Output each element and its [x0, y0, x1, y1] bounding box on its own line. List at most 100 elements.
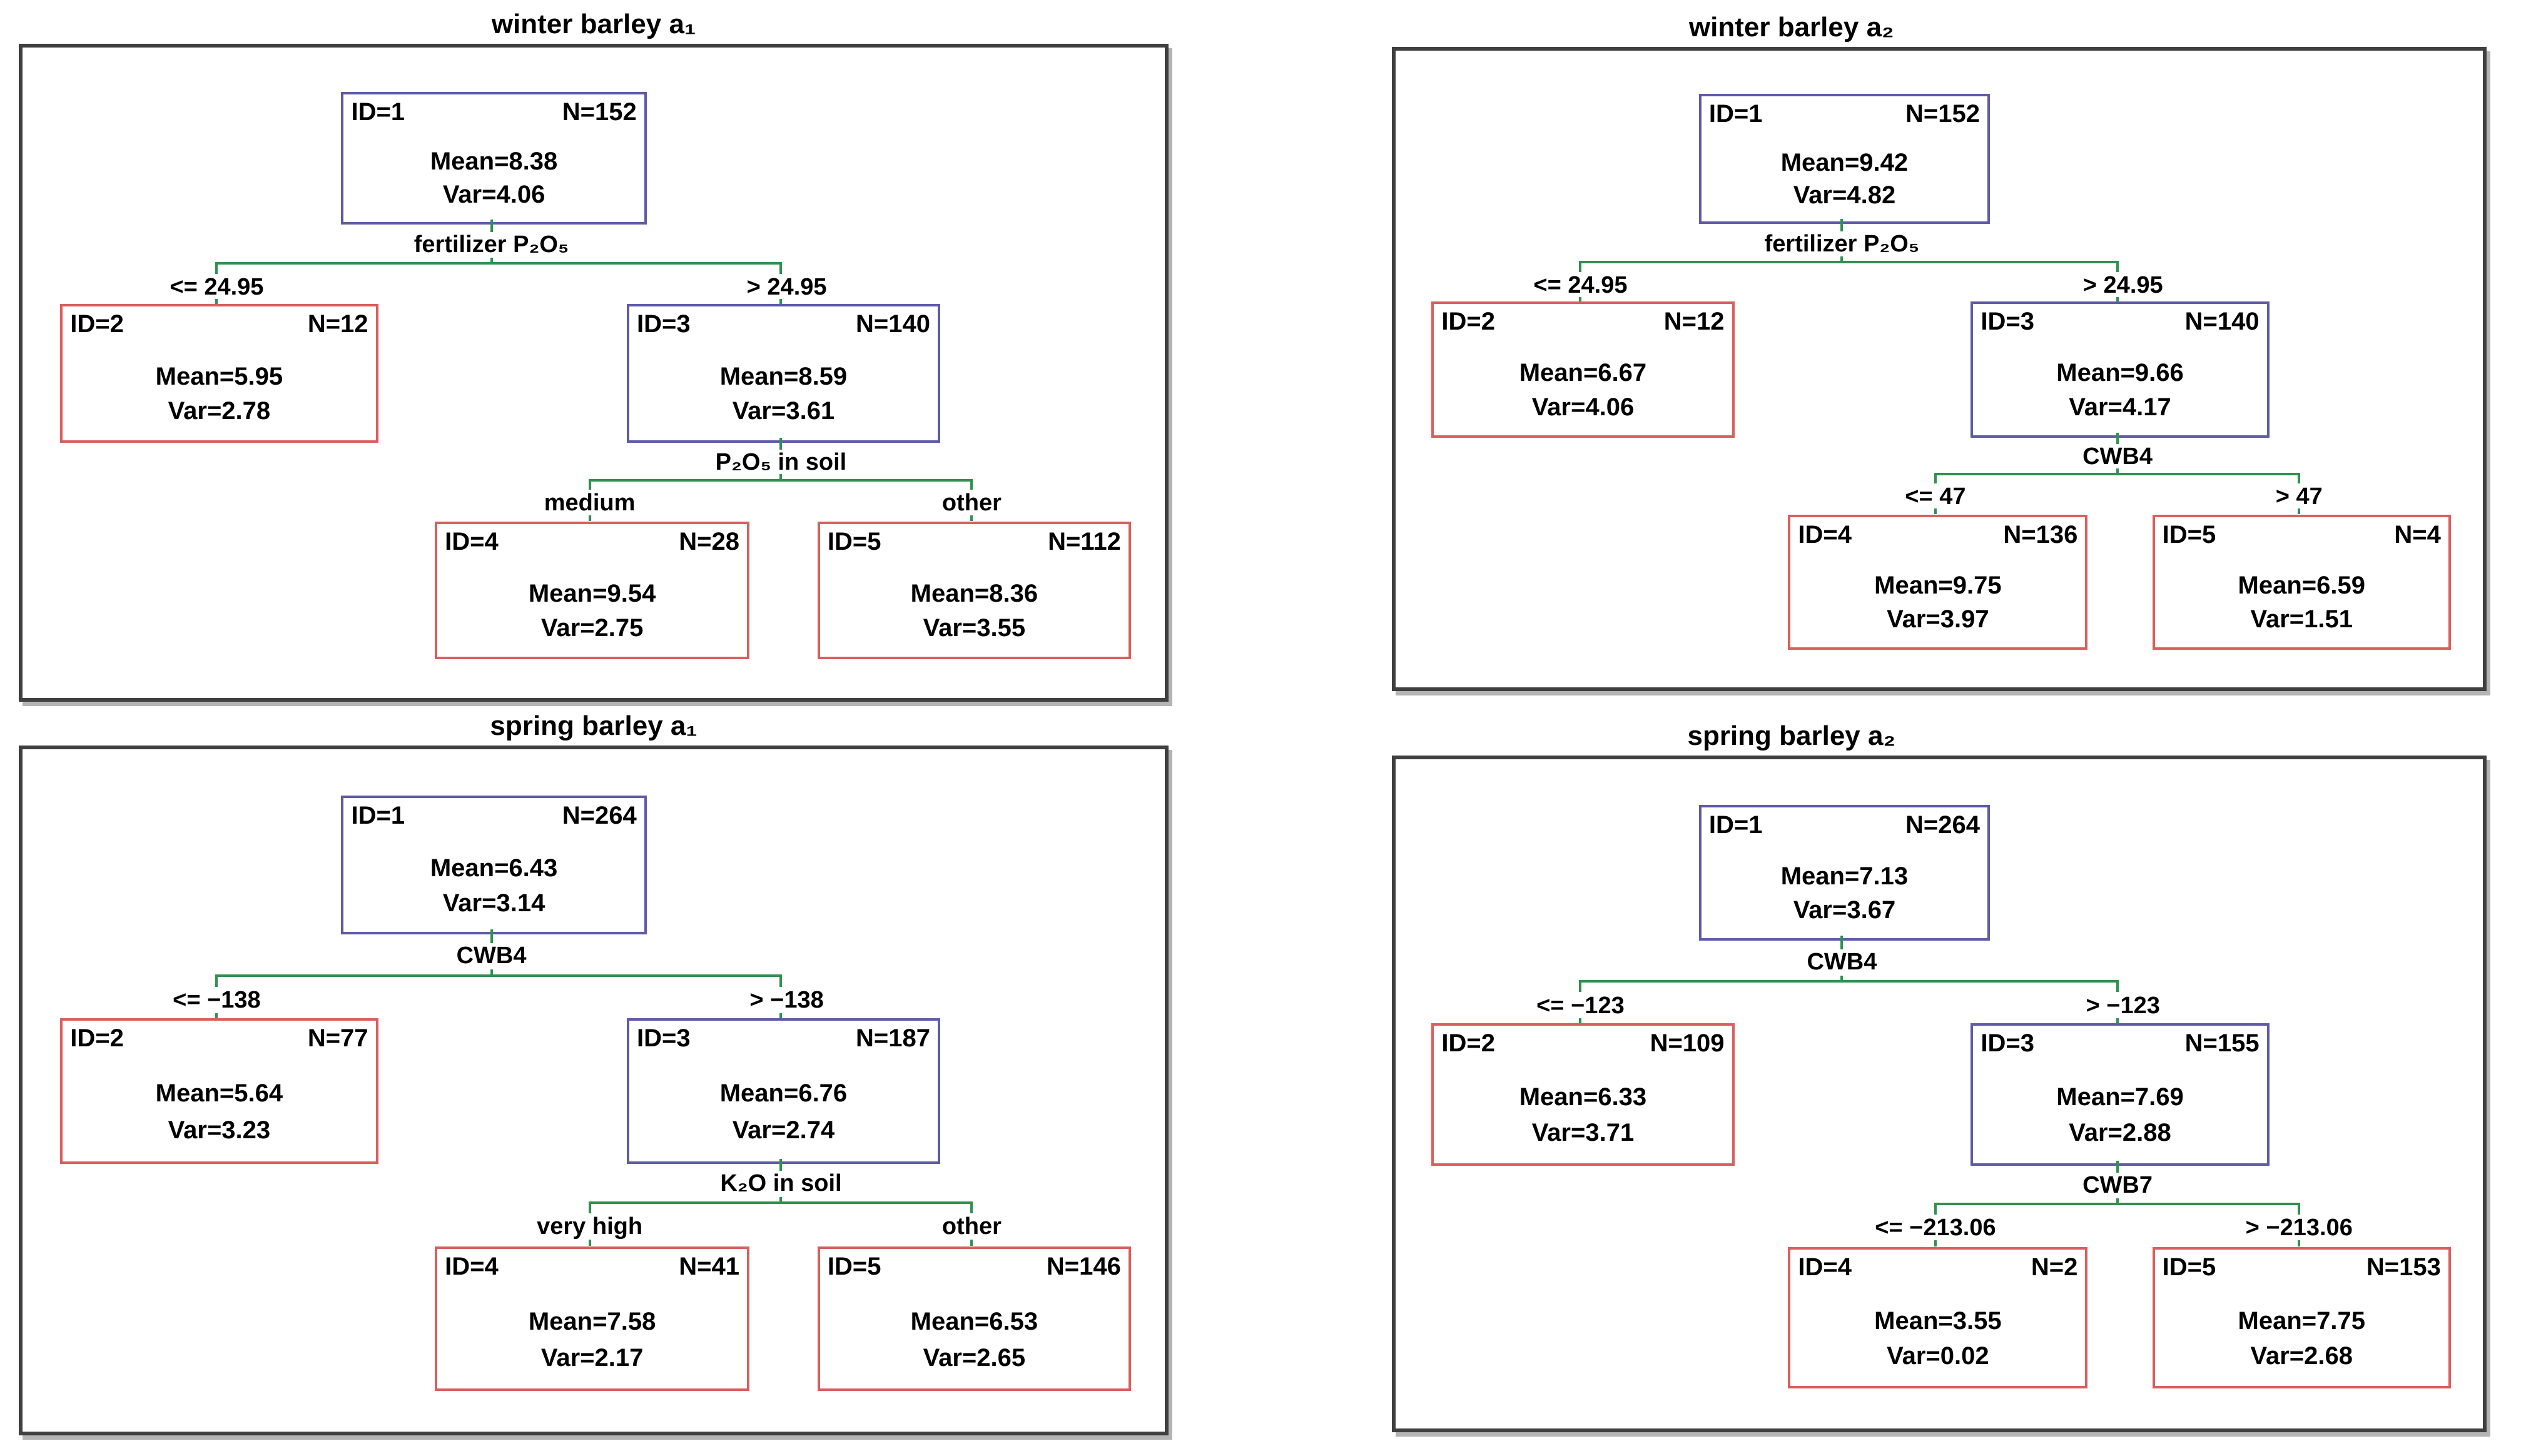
node-count-label: N=153	[2366, 1253, 2441, 1282]
node-variance-label: Var=4.82	[1793, 181, 1896, 209]
node-mean-label: Mean=3.55	[1874, 1307, 2002, 1335]
node-mean-label: Mean=7.13	[1780, 862, 1909, 890]
node-variance-label: Var=0.02	[1887, 1342, 1989, 1370]
tree-node: ID=2 N=12 Mean=5.95 Var=2.78	[60, 303, 378, 443]
node-mean-label: Mean=6.33	[1519, 1083, 1647, 1111]
tree-node: ID=5 N=112 Mean=8.36 Var=3.55	[817, 522, 1131, 660]
node-count-label: N=77	[307, 1024, 368, 1052]
connector-tick	[1840, 256, 1844, 261]
panel-frame: ID=1 N=152 Mean=8.38 Var=4.06 fertilizer…	[19, 44, 1169, 702]
node-id-label: ID=3	[1981, 308, 2034, 336]
connector-tick	[970, 1240, 973, 1246]
split-value-left-label: <= −213.06	[1875, 1214, 1996, 1241]
split-variable-label: K₂O in soil	[720, 1170, 842, 1197]
node-count-label: N=2	[2031, 1253, 2078, 1282]
split-variable-label: P₂O₅ in soil	[715, 448, 847, 475]
node-count-label: N=140	[855, 310, 930, 338]
connector-tick	[490, 969, 493, 976]
split-variable-label: CWB4	[456, 942, 527, 969]
connector-tick	[2116, 432, 2119, 445]
node-id-label: ID=4	[445, 1253, 499, 1281]
tree-node: ID=5 N=4 Mean=6.59 Var=1.51	[2152, 515, 2451, 650]
node-variance-label: Var=3.61	[732, 397, 835, 425]
split-variable-label: fertilizer P₂O₅	[1764, 231, 1920, 258]
connector-tick	[1840, 218, 1844, 232]
node-id-label: ID=1	[1708, 811, 1763, 839]
node-variance-label: Var=4.17	[2069, 393, 2171, 421]
connector-tick	[490, 929, 493, 943]
node-count-label: N=112	[1048, 528, 1121, 556]
panel-frame: ID=1 N=264 Mean=6.43 Var=3.14 CWB4 <= −1…	[19, 746, 1169, 1435]
split-value-left-label: <= −123	[1536, 992, 1625, 1019]
tree-node: ID=3 N=140 Mean=8.59 Var=3.61	[626, 303, 940, 443]
node-id-label: ID=5	[2162, 521, 2216, 549]
node-mean-label: Mean=8.36	[910, 580, 1038, 608]
split-value-right-label: > −213.06	[2245, 1214, 2353, 1241]
node-id-label: ID=1	[1708, 100, 1763, 128]
connector-hline	[589, 478, 972, 482]
connector-tick	[588, 1240, 591, 1246]
connector-tick	[2116, 1018, 2119, 1024]
node-variance-label: Var=3.71	[1531, 1119, 1635, 1147]
node-count-label: N=12	[1663, 308, 1725, 336]
node-count-label: N=28	[679, 528, 740, 556]
node-count-label: N=264	[562, 802, 637, 830]
node-mean-label: Mean=6.67	[1519, 359, 1647, 387]
split-value-left-label: <= 24.95	[1533, 272, 1628, 299]
node-mean-label: Mean=6.53	[910, 1307, 1038, 1335]
node-id-label: ID=4	[445, 528, 499, 556]
tree-panel: winter barley a₁ ID=1 N=152 Mean=8.38 Va…	[19, 5, 1169, 702]
node-mean-label: Mean=9.54	[528, 580, 656, 608]
panel-title: winter barley a₁	[491, 9, 696, 39]
node-mean-label: Mean=9.75	[1874, 572, 2002, 600]
node-count-label: N=109	[1650, 1029, 1725, 1057]
split-value-right-label: > 47	[2275, 483, 2323, 510]
connector-tick	[1934, 508, 1937, 515]
tree-node: ID=5 N=153 Mean=7.75 Var=2.68	[2152, 1247, 2451, 1389]
split-variable-label: CWB4	[2082, 443, 2153, 470]
connector-tick	[2116, 1161, 2119, 1173]
connector-tick	[2116, 260, 2119, 273]
split-variable-label: CWB7	[2082, 1172, 2153, 1199]
node-variance-label: Var=2.74	[732, 1116, 835, 1144]
node-count-label: N=264	[1905, 811, 1980, 839]
connector-tick	[215, 262, 218, 274]
node-id-label: ID=3	[636, 310, 691, 338]
node-id-label: ID=1	[351, 802, 405, 830]
connector-tick	[588, 515, 591, 522]
node-count-label: N=12	[307, 310, 368, 338]
node-mean-label: Mean=5.64	[155, 1079, 283, 1108]
connector-tick	[970, 1201, 973, 1213]
connector-tick	[2298, 472, 2301, 484]
split-value-left-label: <= 24.95	[170, 274, 264, 300]
connector-hline	[216, 974, 781, 978]
tree-panel: spring barley a₁ ID=1 N=264 Mean=6.43 Va…	[19, 707, 1169, 1435]
node-id-label: ID=5	[827, 1253, 881, 1281]
connector-tick	[588, 1201, 591, 1213]
connector-tick	[2116, 296, 2119, 303]
node-id-label: ID=1	[351, 98, 405, 126]
node-id-label: ID=4	[1798, 521, 1852, 549]
tree-node: ID=1 N=152 Mean=8.38 Var=4.06	[341, 91, 647, 225]
connector-hline	[1580, 980, 2118, 983]
tree-node: ID=4 N=41 Mean=7.58 Var=2.17	[435, 1246, 750, 1391]
tree-node: ID=4 N=28 Mean=9.54 Var=2.75	[435, 522, 750, 660]
connector-tick	[490, 257, 493, 263]
connector-tick	[779, 438, 783, 450]
connector-tick	[1579, 980, 1582, 993]
node-id-label: ID=4	[1798, 1253, 1852, 1282]
connector-tick	[779, 474, 783, 480]
node-variance-label: Var=2.65	[923, 1343, 1026, 1372]
split-value-right-label: > 24.95	[746, 274, 827, 300]
node-count-label: N=152	[1905, 100, 1980, 128]
panel-title: spring barley a₂	[1687, 720, 1896, 751]
split-value-left-label: <= −138	[173, 986, 261, 1013]
connector-tick	[779, 262, 783, 274]
split-value-right-label: > 24.95	[2082, 272, 2163, 299]
split-value-right-label: > −138	[749, 986, 824, 1013]
split-variable-label: CWB4	[1807, 948, 1877, 975]
node-variance-label: Var=1.51	[2250, 605, 2353, 634]
connector-tick	[779, 974, 783, 987]
node-id-label: ID=2	[1441, 1029, 1495, 1057]
connector-tick	[1840, 975, 1844, 981]
